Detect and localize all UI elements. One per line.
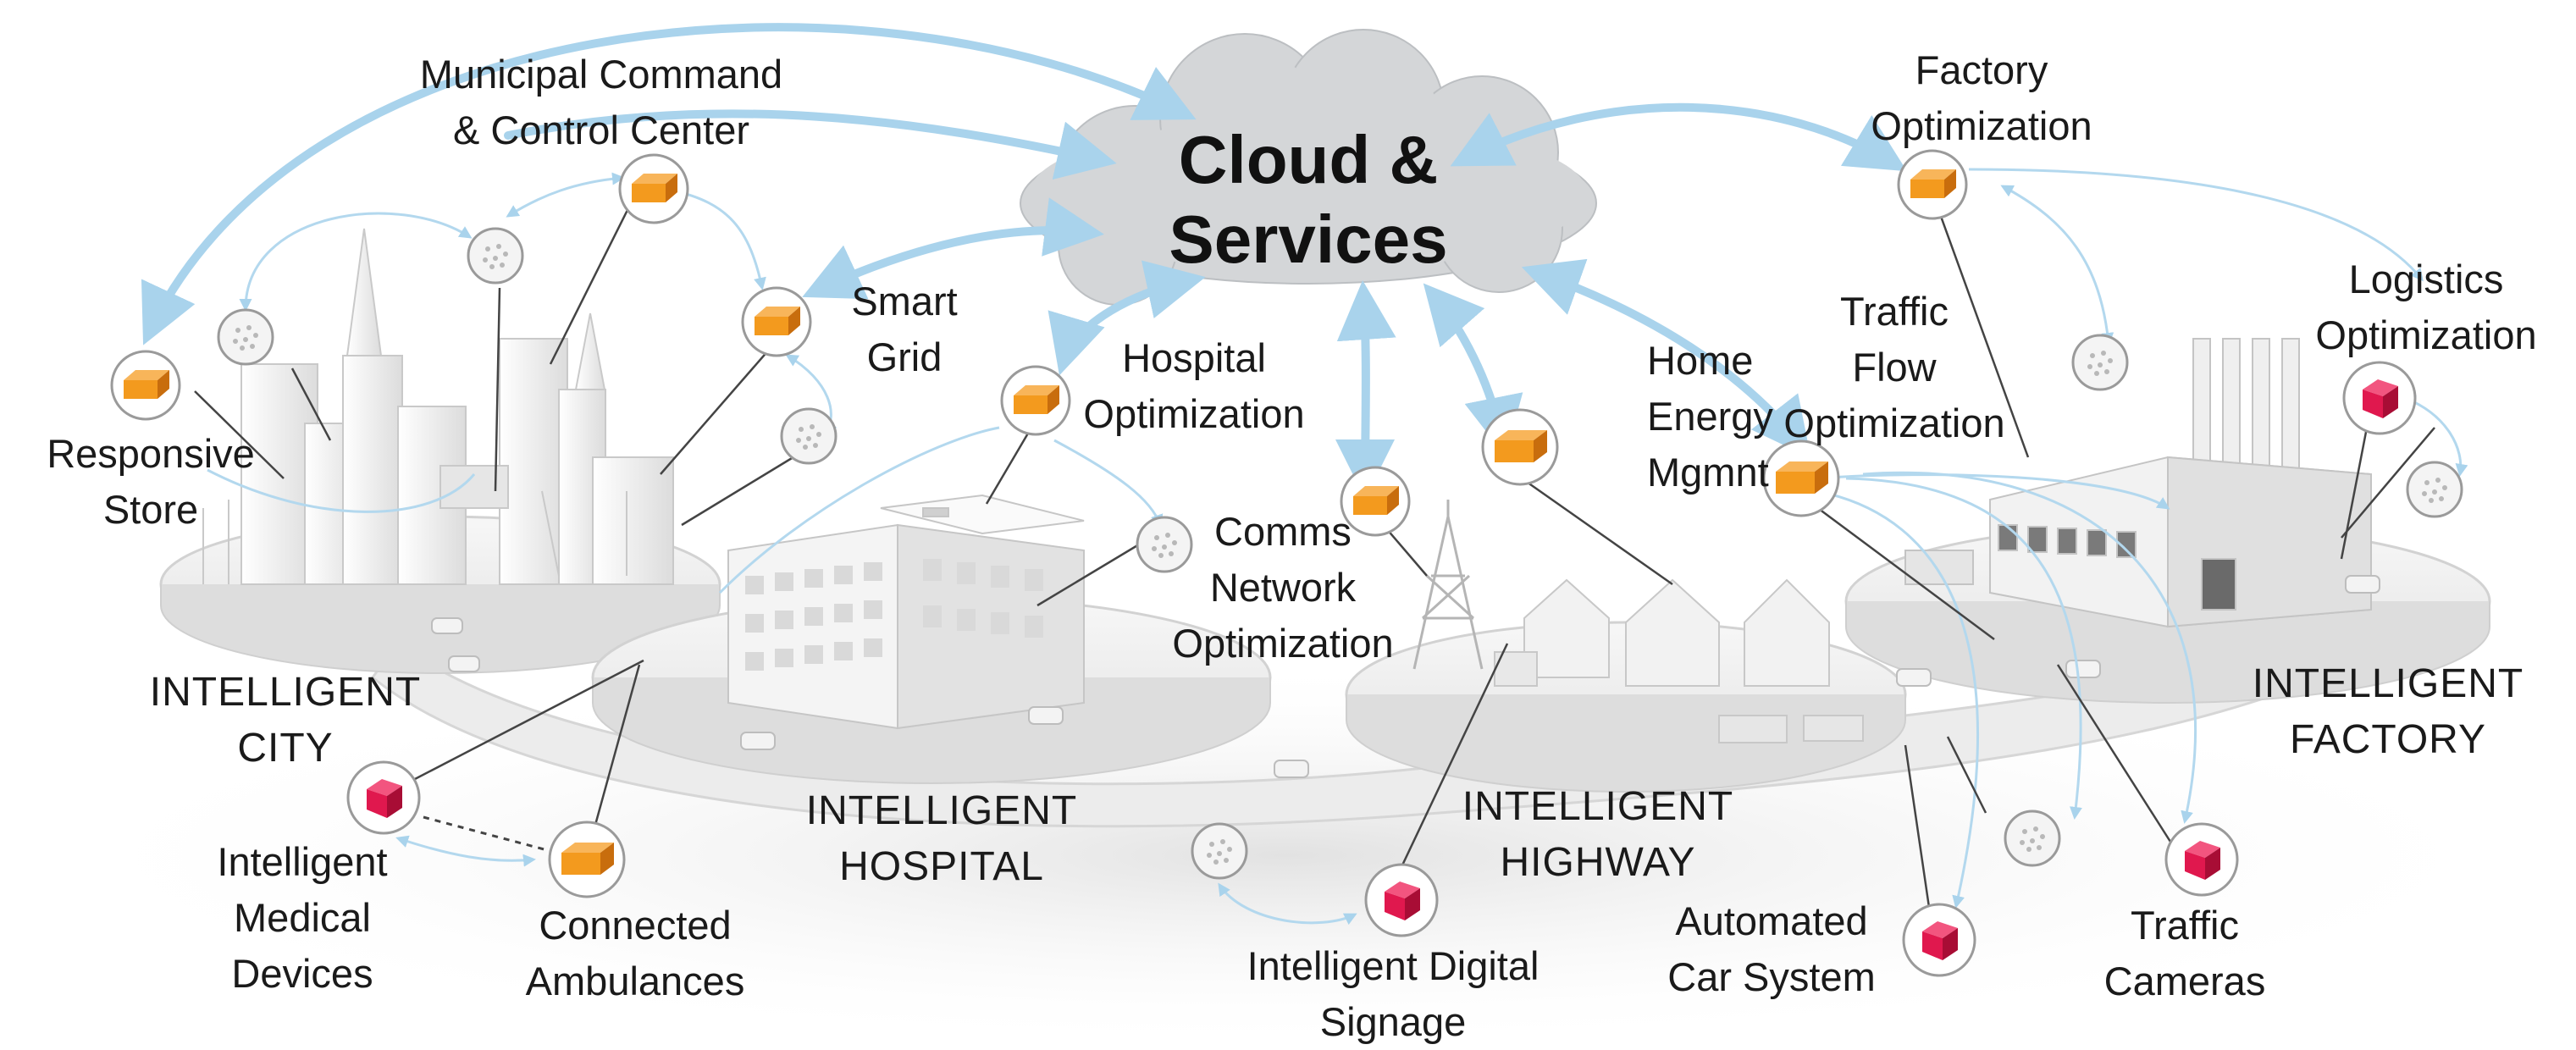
leader-lines — [194, 202, 2435, 920]
label-signage-line1: Intelligent Digital — [1247, 943, 1540, 988]
label-car-system-line1: Automated — [1675, 898, 1868, 943]
label-traffic-flow-line1: Traffic — [1840, 289, 1949, 334]
zone-intelligent-factory: INTELLIGENT FACTORY — [2253, 656, 2523, 768]
municipal-gateway-icon — [618, 153, 689, 224]
smart-grid-gateway-icon — [741, 286, 812, 357]
label-responsive-store: Responsive Store — [47, 426, 255, 538]
label-medical-line2: Medical — [234, 895, 371, 940]
label-logistics: Logistics Optimization — [2315, 251, 2536, 363]
label-comms-network: Comms Network Optimization — [1172, 504, 1393, 671]
label-digital-signage: Intelligent Digital Signage — [1247, 938, 1540, 1050]
label-traffic-cameras-line1: Traffic — [2131, 903, 2239, 948]
label-hospital-opt-line1: Hospital — [1122, 335, 1266, 380]
factory-gateway-icon — [1897, 149, 1968, 220]
ambulance-gateway-icon — [548, 821, 626, 898]
label-factory-opt-line1: Factory — [1915, 47, 2048, 92]
cloud-title: Cloud & Services — [1169, 120, 1447, 279]
label-ambulances-line2: Ambulances — [525, 959, 745, 1003]
label-medical-line1: Intelligent — [217, 839, 388, 884]
label-logistics-line1: Logistics — [2348, 257, 2504, 301]
label-responsive-store-line2: Store — [102, 487, 199, 532]
label-car-system-line2: Car System — [1667, 954, 1876, 999]
houses — [1494, 578, 1864, 743]
label-traffic-cameras-line2: Cameras — [2103, 959, 2266, 1003]
vehicles — [431, 575, 2380, 778]
logistics-endpoint-icon — [2342, 361, 2417, 435]
home-energy-gateway-icon — [1481, 408, 1559, 486]
label-home-energy: Home Energy Mgmnt — [1647, 333, 1773, 500]
city-buildings — [202, 228, 674, 585]
factory-node-1-icon — [2071, 334, 2129, 391]
city-node-3-icon — [780, 407, 837, 465]
traffic-camera-endpoint-icon — [2164, 822, 2239, 897]
label-comms-line1: Comms — [1214, 509, 1352, 554]
label-smart-grid: Smart Grid — [851, 274, 957, 385]
signage-node-icon — [1191, 822, 1248, 880]
label-ambulances-line1: Connected — [539, 903, 732, 948]
zone-city-line2: CITY — [237, 726, 334, 771]
zone-hospital-line2: HOSPITAL — [839, 844, 1044, 889]
label-traffic-cameras: Traffic Cameras — [2104, 898, 2266, 1009]
label-car-system: Automated Car System — [1667, 893, 1876, 1005]
factory-building — [1904, 338, 2372, 628]
label-municipal-line1: Municipal Command — [419, 52, 783, 97]
medical-ambulance-link — [423, 815, 551, 853]
label-hospital-optimization: Hospital Optimization — [1083, 330, 1304, 442]
zone-intelligent-city: INTELLIGENT CITY — [150, 665, 421, 776]
traffic-flow-gateway-icon — [1762, 439, 1840, 517]
label-medical-devices: Intelligent Medical Devices — [217, 834, 387, 1002]
zone-intelligent-hospital: INTELLIGENT HOSPITAL — [806, 783, 1077, 895]
label-home-energy-line1: Home — [1647, 338, 1754, 383]
local-arrows — [207, 168, 2468, 926]
label-connected-ambulances: Connected Ambulances — [526, 898, 745, 1009]
label-responsive-store-line1: Responsive — [47, 431, 255, 476]
hospital-windows — [745, 559, 1043, 671]
label-home-energy-line3: Mgmnt — [1647, 450, 1769, 495]
zone-factory-line2: FACTORY — [2290, 717, 2486, 762]
car-system-endpoint-icon — [1902, 903, 1976, 977]
highway-node-icon — [2004, 810, 2061, 867]
label-factory-opt-line2: Optimization — [1871, 103, 2092, 148]
factory-node-2-icon — [2406, 461, 2463, 518]
zone-hospital-line1: INTELLIGENT — [805, 788, 1078, 833]
label-factory-optimization: Factory Optimization — [1871, 42, 2092, 154]
label-municipal-line2: & Control Center — [452, 108, 750, 152]
zone-highway-line2: HIGHWAY — [1500, 840, 1696, 885]
label-logistics-line2: Optimization — [2315, 312, 2537, 357]
label-medical-line3: Devices — [231, 951, 373, 996]
city-node-2-icon — [217, 308, 274, 366]
cloud-title-line1: Cloud & — [1178, 122, 1439, 197]
comms-tower — [1412, 500, 1484, 670]
hospital-gateway-icon — [1000, 365, 1071, 436]
signage-endpoint-icon — [1364, 863, 1439, 937]
zone-highway-line1: INTELLIGENT — [1462, 784, 1734, 829]
zone-intelligent-highway: INTELLIGENT HIGHWAY — [1462, 779, 1733, 891]
label-traffic-flow: Traffic Flow Optimization — [1783, 284, 2004, 451]
zone-city-line1: INTELLIGENT — [149, 670, 422, 715]
label-comms-line2: Network — [1209, 565, 1357, 610]
zone-factory-line1: INTELLIGENT — [2252, 661, 2524, 706]
label-smart-grid-line2: Grid — [866, 334, 943, 379]
cloud-arrows — [141, 23, 1907, 499]
label-traffic-flow-line3: Optimization — [1783, 401, 2005, 445]
label-hospital-opt-line2: Optimization — [1083, 391, 1305, 436]
label-comms-line3: Optimization — [1172, 621, 1394, 666]
responsive-store-gateway-icon — [110, 350, 181, 421]
cloud-title-line2: Services — [1169, 202, 1448, 277]
label-traffic-flow-line2: Flow — [1852, 345, 1937, 390]
label-signage-line2: Signage — [1319, 999, 1467, 1044]
label-municipal: Municipal Command & Control Center — [420, 47, 782, 158]
label-smart-grid-line1: Smart — [851, 279, 958, 323]
label-home-energy-line2: Energy — [1647, 394, 1773, 439]
city-node-1-icon — [467, 227, 524, 285]
